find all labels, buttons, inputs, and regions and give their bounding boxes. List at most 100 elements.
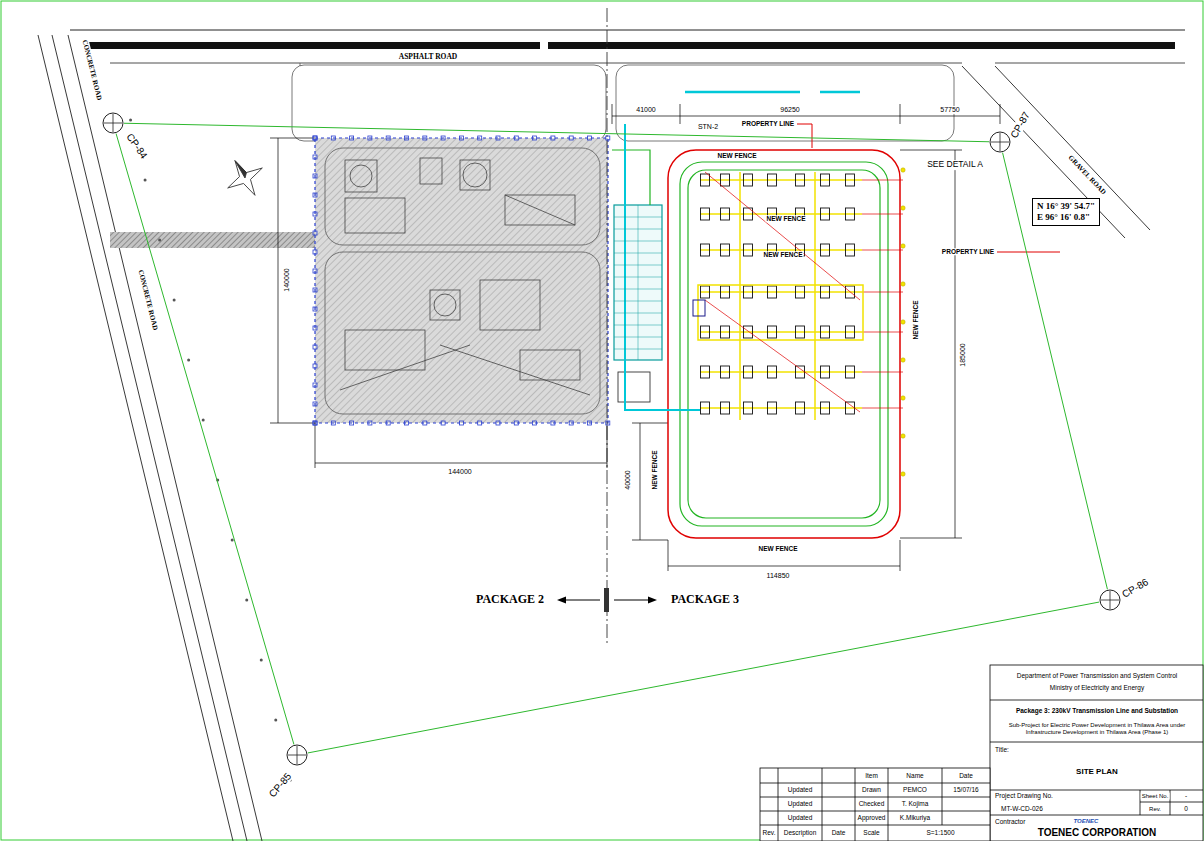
crosshair <box>297 746 298 764</box>
road-post <box>158 239 161 242</box>
dimension-lines <box>270 423 315 424</box>
boundary-marker <box>478 421 482 425</box>
equipment-symbol <box>821 286 830 298</box>
road-post <box>245 599 248 602</box>
package-2-area <box>440 345 590 395</box>
lighting-pole <box>901 472 905 476</box>
package-2-area <box>520 350 580 380</box>
road-name: CONCRETE ROAD <box>136 268 159 332</box>
road-post <box>173 299 176 302</box>
equipment-symbol <box>701 244 710 256</box>
boundary-marker <box>588 136 592 140</box>
table-cell: - <box>1184 792 1188 799</box>
equipment-symbol <box>701 174 710 186</box>
client-name: Department of Power Transmission and Sys… <box>1016 672 1178 679</box>
package-2-area <box>463 163 487 187</box>
boundary-marker <box>368 421 372 425</box>
dimension-lines <box>668 566 900 567</box>
road-name: ASPHALT ROAD <box>398 53 459 62</box>
equipment-symbol <box>821 402 830 414</box>
fence-label: NEW FENCE <box>758 545 799 552</box>
road-post <box>231 539 234 542</box>
equipment-symbol <box>796 174 805 186</box>
road-post <box>144 179 147 182</box>
control-point-label: CP-84 <box>124 130 150 161</box>
boundary-marker <box>313 136 317 140</box>
package-2-area <box>345 330 425 370</box>
crosshair <box>1110 591 1111 609</box>
control-point-circle <box>287 745 307 765</box>
boundary-marker <box>313 402 317 406</box>
equipment-symbol <box>768 326 777 338</box>
package-arrows <box>562 600 600 601</box>
equipment-symbol <box>721 286 730 298</box>
lighting-pole <box>901 358 905 362</box>
equipment-symbol <box>721 366 730 378</box>
earth-wire <box>862 332 903 333</box>
equipment-symbol <box>796 326 805 338</box>
boundary-marker <box>423 136 427 140</box>
equipment-symbol <box>768 286 777 298</box>
substation-fence <box>668 150 900 538</box>
boundary-marker <box>313 212 317 216</box>
equipment-symbol <box>721 402 730 414</box>
equipment-symbol <box>821 366 830 378</box>
title-block <box>990 790 1203 791</box>
equipment-symbol <box>846 326 855 338</box>
boundary-marker <box>313 231 317 235</box>
control-building <box>612 150 650 205</box>
road-name: GRAVEL ROAD <box>1066 153 1108 197</box>
dimension-lines <box>612 116 1000 117</box>
title-block <box>822 768 823 841</box>
site-road-outline <box>300 63 301 66</box>
equipment-symbol <box>721 326 730 338</box>
boundary-marker <box>459 421 463 425</box>
table-cell: Date <box>958 772 974 779</box>
earth-wire <box>862 250 903 251</box>
project-description: Sub-Project for Electric Power Developme… <box>994 722 1200 736</box>
table-cell: Project Drawing No. <box>994 792 1054 799</box>
boundary-marker <box>514 136 518 140</box>
property-line <box>1003 153 1108 590</box>
boundary-marker <box>441 421 445 425</box>
package-2-area <box>434 294 456 316</box>
crosshair <box>1000 133 1001 151</box>
gravel-road <box>995 66 1150 230</box>
title-block <box>1170 790 1171 815</box>
boundary-marker <box>569 136 573 140</box>
earth-wire <box>705 172 860 300</box>
boundary-marker <box>313 345 317 349</box>
equipment-symbol <box>744 366 753 378</box>
boundary-marker <box>313 288 317 292</box>
concrete-road <box>38 35 262 841</box>
table-cell: Date <box>831 829 847 836</box>
title-block <box>855 768 856 841</box>
cable-route <box>685 91 860 94</box>
earth-wire <box>862 372 903 373</box>
equipment-symbol <box>846 244 855 256</box>
property-line-leader <box>797 124 812 148</box>
site-road-outline <box>616 65 954 141</box>
boundary-marker <box>313 421 317 425</box>
dimension: 41000 <box>635 106 656 114</box>
lighting-pole <box>901 168 905 172</box>
dimension-lines <box>607 423 608 468</box>
control-point: CP-84 <box>102 112 124 134</box>
dimension-lines <box>640 423 641 540</box>
title-block <box>760 811 990 812</box>
title-block <box>990 815 1203 816</box>
detail-reference: SEE DETAIL A <box>926 160 984 170</box>
busbar <box>814 172 816 420</box>
boundary-marker <box>441 136 445 140</box>
package-2-area <box>460 160 490 190</box>
boundary-marker <box>313 307 317 311</box>
table-cell: Rev. <box>1148 805 1162 812</box>
road-post <box>187 359 190 362</box>
boundary-marker <box>313 136 317 140</box>
north-arrow <box>218 151 273 206</box>
boundary-centre-line <box>604 8 609 645</box>
boundary-marker <box>313 326 317 330</box>
equipment-symbol <box>693 300 705 316</box>
title-block <box>760 825 990 826</box>
